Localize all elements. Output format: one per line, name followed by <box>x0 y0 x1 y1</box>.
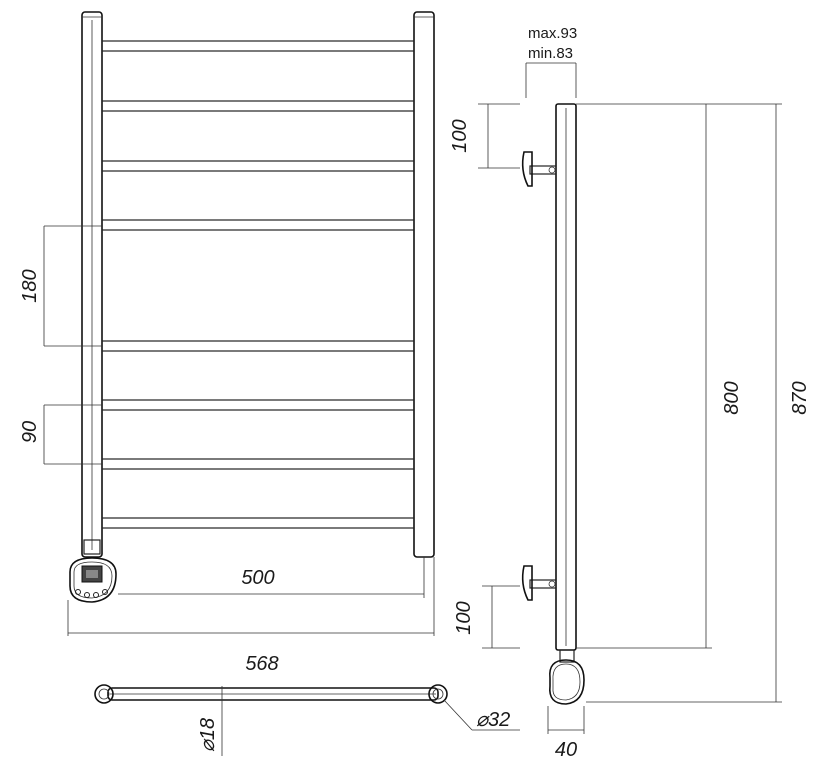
top-bracket <box>521 151 557 187</box>
controller-unit <box>69 539 117 603</box>
dimension-568 <box>67 557 435 636</box>
dimension-90: 90 <box>19 404 102 465</box>
heater-side <box>549 649 585 705</box>
left-upright-top-icon <box>94 684 114 704</box>
cross-bars <box>101 40 415 529</box>
top-view: 568 ⌀18 ⌀32 <box>94 653 520 756</box>
control-button-icon <box>93 592 99 598</box>
cross-bar <box>101 399 415 411</box>
cross-bar <box>101 340 415 352</box>
cross-bar <box>101 160 415 172</box>
cross-bar <box>101 100 415 112</box>
front-view: 180 90 500 <box>19 11 435 636</box>
cross-bar <box>101 458 415 470</box>
dim-label-180: 180 <box>19 269 41 302</box>
dimension-870: 870 <box>586 103 811 703</box>
dim-label-870: 870 <box>789 381 811 414</box>
dimension-100-top: 100 <box>449 103 520 169</box>
right-upright <box>413 11 435 558</box>
dimension-180: 180 <box>19 225 102 347</box>
dim-label-32: ⌀32 <box>476 709 510 731</box>
dim-label-100-top: 100 <box>449 119 471 152</box>
dim-label-90: 90 <box>19 421 41 443</box>
dim-label-40: 40 <box>555 739 577 761</box>
bottom-bracket <box>521 565 557 601</box>
cross-bar <box>101 219 415 231</box>
control-button-icon <box>75 589 81 595</box>
cross-bar <box>101 40 415 52</box>
dimension-100-bottom: 100 <box>453 585 520 649</box>
left-upright <box>81 11 103 558</box>
dim-label-500: 500 <box>241 567 274 589</box>
control-button-icon <box>84 592 90 598</box>
side-view: max.93 min.83 10 <box>449 25 811 761</box>
dimension-40: 40 <box>547 706 585 761</box>
dim-label-100-bottom: 100 <box>453 601 475 634</box>
dimension-500: 500 <box>118 557 425 598</box>
control-button-icon <box>102 589 108 595</box>
dim-label-18: ⌀18 <box>197 718 219 752</box>
wall-distance-max: max.93 <box>528 25 577 42</box>
dim-label-800: 800 <box>721 381 743 414</box>
cross-bar <box>101 517 415 529</box>
right-upright-top-icon <box>428 684 448 704</box>
dim-label-568: 568 <box>245 653 278 675</box>
wall-distance-min: min.83 <box>528 45 573 62</box>
dimension-800: 800 <box>576 103 743 649</box>
